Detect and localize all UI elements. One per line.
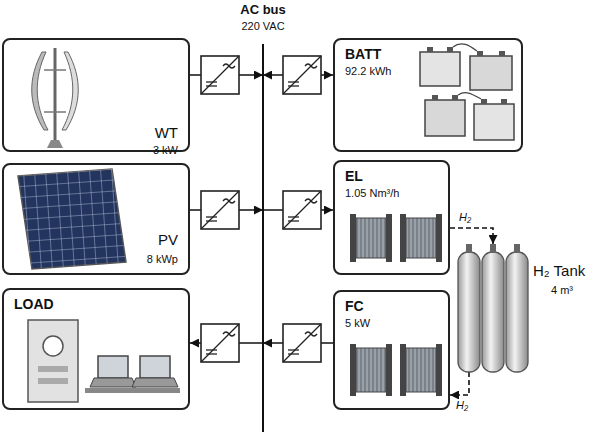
node-value: 220 VAC bbox=[237, 20, 289, 33]
node-title: EL bbox=[345, 168, 363, 184]
hydrogen-tank: H₂ Tank 4 m³ bbox=[455, 240, 601, 378]
source-box: WT3 kW bbox=[2, 38, 190, 152]
hydrogen-cylinders bbox=[458, 244, 528, 372]
fuel-cell-box: FC 5 kW bbox=[333, 290, 450, 410]
hydrogen-pipe bbox=[450, 228, 493, 244]
edge-label: H₂ bbox=[458, 211, 472, 224]
bus-line bbox=[262, 44, 264, 432]
node-title: AC bus bbox=[237, 3, 289, 18]
node-title: BATT bbox=[345, 46, 381, 62]
source-box: PV 8 kWp bbox=[2, 163, 190, 275]
storage-box: BATT 92.2 kWh bbox=[333, 38, 523, 152]
node-title: WT bbox=[155, 124, 178, 141]
node-value: 8 kWp bbox=[147, 253, 178, 266]
solar-panel-picture bbox=[18, 169, 126, 269]
node-title: H₂ Tank bbox=[533, 262, 585, 279]
load-picture bbox=[28, 320, 180, 402]
battery-picture bbox=[420, 44, 514, 140]
ac-bus: AC bus 220 VAC bbox=[237, 0, 289, 432]
electrolyzer-box: EL 1.05 Nm³/h bbox=[333, 160, 450, 275]
node-value: 5 kW bbox=[345, 317, 370, 330]
node-title: PV bbox=[158, 231, 178, 248]
node-title: FC bbox=[345, 298, 364, 314]
load-box: LOAD bbox=[2, 288, 190, 410]
edge-label: H₂ bbox=[455, 399, 469, 412]
node-value: 4 m³ bbox=[551, 284, 573, 297]
electrolyzer-picture bbox=[350, 214, 442, 262]
power-converter bbox=[201, 56, 321, 362]
fuel-cell-picture bbox=[350, 344, 442, 396]
node-value: 92.2 kWh bbox=[345, 65, 391, 78]
hydrogen-pipe bbox=[450, 372, 469, 395]
node-title: LOAD bbox=[14, 296, 54, 312]
node-value: 1.05 Nm³/h bbox=[345, 187, 399, 200]
node-value: 3 kW bbox=[153, 144, 178, 157]
wind-turbine-picture bbox=[32, 48, 79, 148]
